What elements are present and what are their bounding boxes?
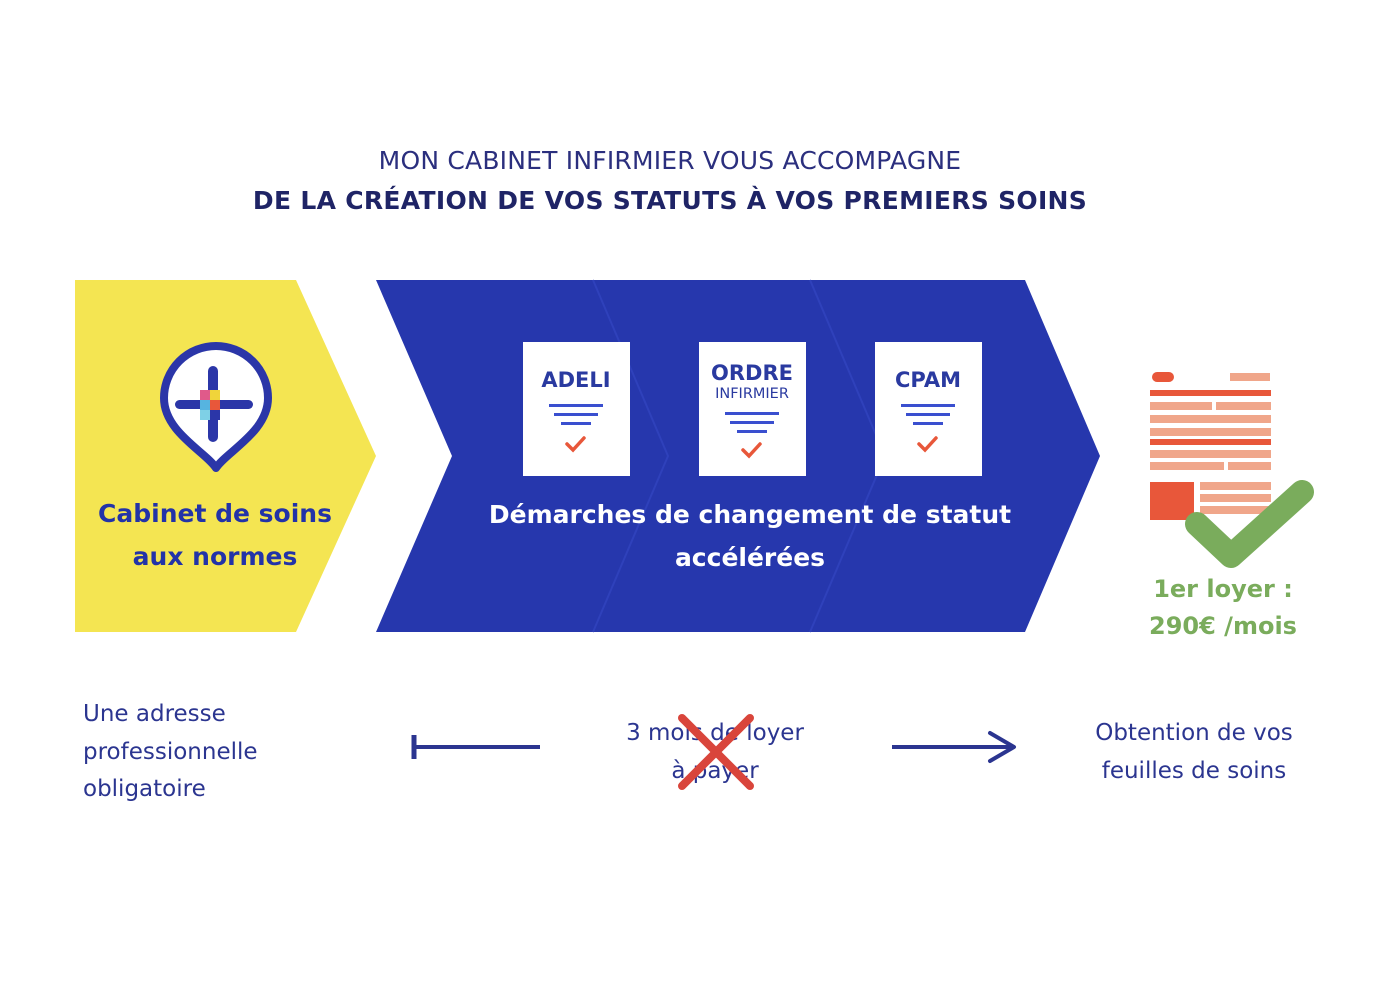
arrow-right-icon — [892, 731, 1016, 763]
cabinet-label-line2: aux normes — [132, 542, 298, 571]
location-pin-icon — [160, 342, 272, 472]
loyer-label-line1: 1er loyer : — [1153, 575, 1293, 603]
document-card-ordre: ORDRE INFIRMIER — [699, 342, 806, 476]
document-card-adeli: ADELI — [523, 342, 630, 476]
caption-right: Obtention de vos feuilles de soins — [1065, 715, 1323, 790]
arrow-left-icon — [411, 735, 540, 759]
page-title: DE LA CRÉATION DE VOS STATUTS À VOS PREM… — [252, 186, 1088, 215]
caption-middle-line1: 3 mois de loyer — [626, 720, 804, 746]
care-sheet-icon — [1150, 372, 1271, 520]
caption-left-line2: professionnelle — [83, 738, 258, 765]
document-subtitle-ordre: INFIRMIER — [715, 386, 789, 402]
document-title-ordre: ORDRE — [711, 361, 793, 385]
caption-left-line1: Une adresse — [83, 701, 226, 727]
cross-out-icon — [678, 714, 754, 790]
demarches-label: Démarches de changement de statut accélé… — [450, 493, 1050, 579]
subtitle: MON CABINET INFIRMIER VOUS ACCOMPAGNE — [378, 146, 962, 175]
caption-left-line3: obligatoire — [83, 776, 206, 802]
demarches-label-line1: Démarches de changement de statut — [488, 500, 1012, 529]
document-title-cpam: CPAM — [895, 368, 961, 392]
caption-left: Une adresse professionnelle obligatoire — [83, 696, 343, 809]
cabinet-label: Cabinet de soins aux normes — [80, 492, 350, 578]
caption-right-line1: Obtention de vos — [1095, 720, 1293, 746]
caption-right-line2: feuilles de soins — [1101, 757, 1287, 784]
loyer-label-line2: 290€ /mois — [1149, 612, 1297, 640]
cabinet-label-line1: Cabinet de soins — [98, 499, 332, 528]
demarches-label-line2: accélérées — [674, 543, 826, 572]
chevron-seam-1 — [592, 279, 670, 633]
green-check-icon — [1185, 480, 1314, 568]
loyer-label: 1er loyer : 290€ /mois — [1128, 571, 1318, 645]
document-card-cpam: CPAM — [875, 342, 982, 476]
document-title-adeli: ADELI — [541, 368, 610, 392]
